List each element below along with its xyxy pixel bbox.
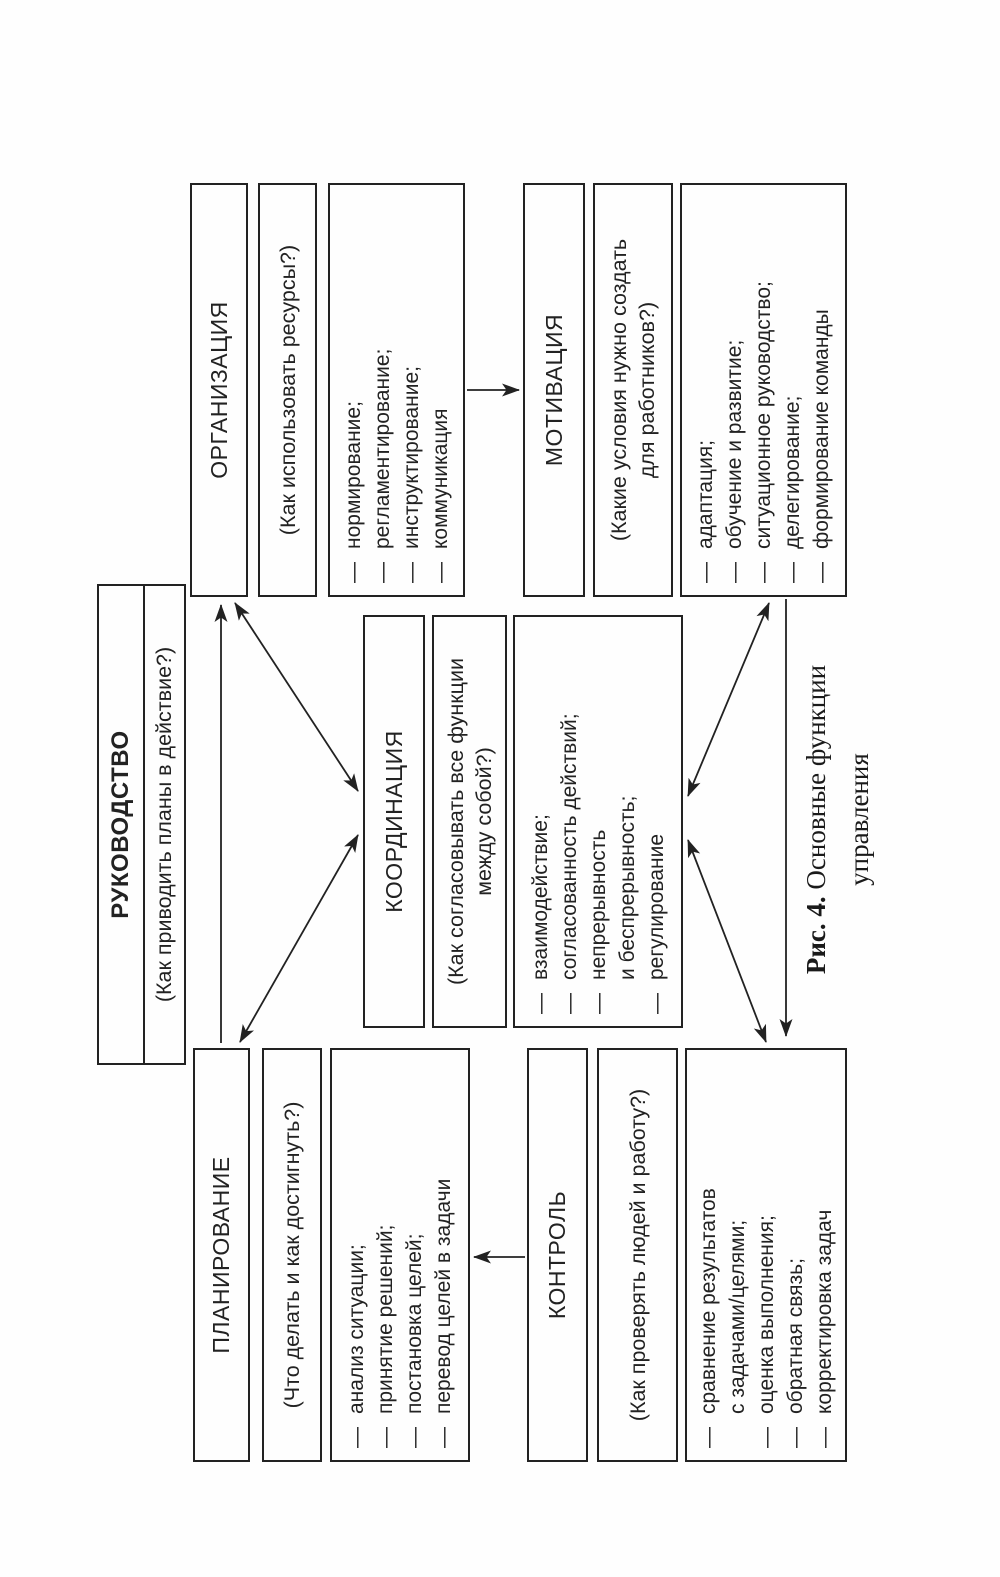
list-item: —перевод целей в задачи [429,1179,458,1448]
figure-caption-text: Основные функции управления [801,664,874,890]
planning-question-box: (Что делать и как достигнуть?) [262,1048,322,1462]
arrow-motivation-coordination-bidirectional [687,602,770,797]
list-item: —адаптация; [691,440,720,583]
control-question-box: (Как проверять людей и работу?) [597,1048,678,1462]
figure-caption: Рис. 4. Основные функции управления [795,622,881,1017]
arrow-control-coordination-bidirectional [687,839,767,1043]
item-dash: — [432,1427,455,1448]
coordination-question-box: (Как согласовывать все функции между соб… [432,615,507,1028]
list-item: —регулирование [642,834,671,1014]
list-item: —формирование команды [807,309,836,583]
item-dash: — [428,562,452,583]
list-item: —оценка выполнения; [752,1215,781,1448]
list-item: —корректировка задач [810,1210,839,1448]
item-dash: — [723,562,746,583]
control-items-box: —сравнение результатов с задачами/целями… [685,1048,847,1462]
item-dash: — [694,562,717,583]
item-dash: — [752,562,775,583]
leadership-title: РУКОВОДСТВО [99,586,145,1063]
organization-items-box: —нормирование; —регламентирование; —инст… [328,183,465,597]
item-dash: — [345,1427,368,1448]
coordination-items-box: —взаимодействие; —согласованность действ… [513,615,683,1028]
item-dash: — [403,1427,426,1448]
item-dash: — [810,562,833,583]
item-dash: — [557,993,581,1014]
planning-items-box: —анализ ситуации; —принятие решений; —по… [330,1048,470,1462]
list-item: —обратная связь; [781,1258,810,1448]
list-item: —непрерывность и беспрерывность; [584,796,642,1014]
item-dash: — [528,993,552,1014]
list-item: —регламентирование; [368,349,397,583]
leadership-block: РУКОВОДСТВО (Как приводить планы в дейст… [97,584,186,1065]
motivation-title-box: МОТИВАЦИЯ [523,183,585,597]
item-dash: — [374,1427,397,1448]
list-item: —нормирование; [339,401,368,583]
list-item: —коммуникация [426,409,455,584]
item-dash: — [783,1427,807,1448]
item-dash: — [781,562,804,583]
arrow-organization-coordination-bidirectional [234,602,359,792]
list-item: —делегирование; [778,396,807,583]
list-item: —ситуационное руководство; [749,281,778,583]
item-dash: — [399,562,423,583]
motivation-items-box: —адаптация; —обучение и развитие; —ситуа… [680,183,847,597]
item-dash: — [812,1427,836,1448]
coordination-title-box: КООРДИНАЦИЯ [363,615,425,1028]
item-dash: — [754,1427,778,1448]
list-item: —постановка целей; [400,1234,429,1448]
arrow-planning-coordination-bidirectional [239,834,359,1043]
list-item: —инструктирование; [397,366,426,583]
organization-title-box: ОРГАНИЗАЦИЯ [190,183,248,597]
item-dash: — [370,562,394,583]
item-dash: — [644,993,668,1014]
leadership-subtitle: (Как приводить планы в действие?) [152,646,176,1003]
list-item: —принятие решений; [371,1225,400,1448]
planning-title-box: ПЛАНИРОВАНИЕ [193,1048,250,1462]
list-item: —согласованность действий; [555,713,584,1014]
motivation-question-box: (Какие условия нужно создать для работни… [593,183,673,597]
list-item: —обучение и развитие; [720,340,749,583]
list-item: —сравнение результатов с задачами/целями… [694,1188,752,1448]
list-item: —взаимодействие; [526,814,555,1014]
organization-question-box: (Как использовать ресурсы?) [258,183,317,597]
item-dash: — [696,1427,720,1448]
figure-caption-number: Рис. 4. [801,896,831,975]
control-title-box: КОНТРОЛЬ [527,1048,588,1462]
item-dash: — [586,993,610,1014]
list-item: —анализ ситуации; [342,1244,371,1448]
item-dash: — [341,562,365,583]
